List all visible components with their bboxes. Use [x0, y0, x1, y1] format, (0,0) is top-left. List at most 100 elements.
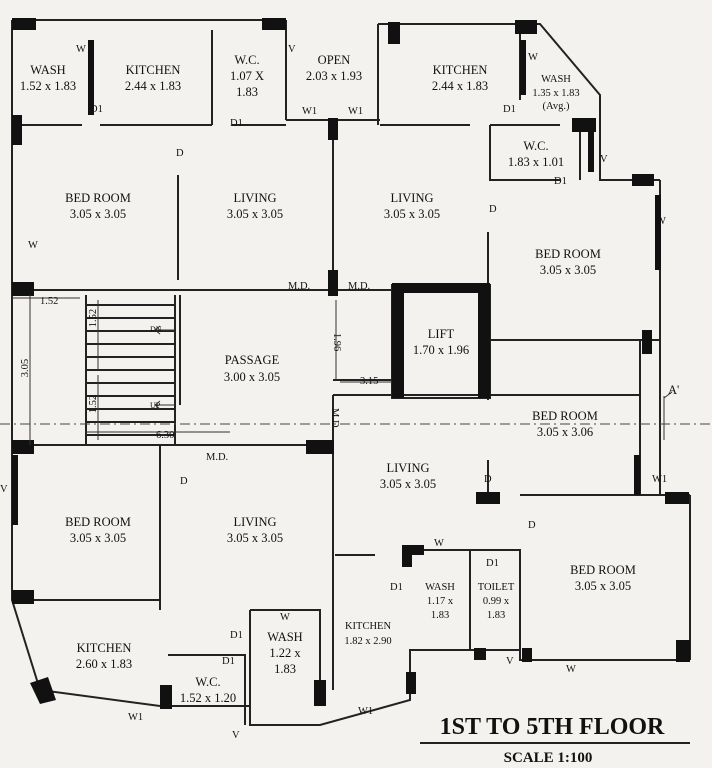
room-wc-1-size-line2: 1.83: [236, 85, 258, 99]
section-tick: [663, 391, 673, 440]
room-wash-3-size-line2: 1.83: [274, 662, 296, 676]
door-marker: D: [180, 476, 188, 487]
vent-marker: V: [288, 44, 296, 55]
window-marker: W: [434, 538, 444, 549]
room-toilet-size-line1: 0.99 x: [483, 596, 510, 607]
room-kitchen-3-name: KITCHEN: [77, 641, 132, 655]
room-wash-2-name: WASH: [541, 74, 571, 85]
door-marker: D: [484, 474, 492, 485]
stair-down-label: DN: [150, 325, 162, 334]
dimension-label: 6.30: [156, 430, 174, 441]
room-living-2-name: LIVING: [390, 191, 433, 205]
window-marker: W1: [348, 106, 363, 117]
window-marker: W: [76, 44, 86, 55]
room-living-1-name: LIVING: [233, 191, 276, 205]
dimension-label: 3.05: [20, 359, 31, 377]
main-door-marker: M.D.: [288, 281, 310, 292]
dimension-labels: 1.52 1.52 1.52 3.05 1.96 3.15 6.30: [20, 296, 378, 441]
window-marker: W1: [358, 706, 373, 717]
dimension-label: 1.52: [88, 309, 99, 327]
dimension-label: 1.52: [40, 296, 58, 307]
room-wash-4-size-line1: 1.17 x: [427, 596, 454, 607]
main-door-marker: M.D.: [206, 452, 228, 463]
room-bed-4-name: BED ROOM: [65, 515, 131, 529]
drawing-scale: SCALE 1:100: [504, 750, 593, 766]
window-marker: W1: [652, 474, 667, 485]
dimension-label: 1.96: [331, 333, 342, 351]
room-living-2-size: 3.05 x 3.05: [384, 207, 440, 221]
room-passage-name: PASSAGE: [225, 353, 280, 367]
room-kitchen-2-name: KITCHEN: [433, 63, 488, 77]
door-marker: D1: [554, 176, 567, 187]
room-lift-size: 1.70 x 1.96: [413, 343, 469, 357]
main-door-marker: M.D.: [348, 281, 370, 292]
title-block: 1ST TO 5TH FLOOR SCALE 1:100: [420, 714, 690, 766]
room-wc-1-size-line1: 1.07 X: [230, 69, 264, 83]
dimension-lines: [12, 295, 392, 445]
door-marker: D: [489, 204, 497, 215]
room-open-name: OPEN: [318, 53, 351, 67]
room-wc-3-name: W.C.: [195, 675, 220, 689]
window-marker: V: [0, 484, 8, 495]
room-wash-4-size-line2: 1.83: [431, 610, 449, 621]
room-bed-2-name: BED ROOM: [535, 247, 601, 261]
room-wash-2-note: (Avg.): [543, 101, 570, 112]
vent-marker: V: [506, 656, 514, 667]
door-marker: D: [176, 148, 184, 159]
room-kitchen-2-size: 2.44 x 1.83: [432, 79, 488, 93]
room-toilet-size-line2: 1.83: [487, 610, 505, 621]
room-bed-3-size: 3.05 x 3.06: [537, 425, 593, 439]
window-marker: W: [656, 216, 666, 227]
door-marker: D1: [503, 104, 516, 115]
room-wash-4-name: WASH: [425, 582, 455, 593]
main-door-marker: M.D.: [329, 408, 340, 430]
room-living-4-size: 3.05 x 3.05: [227, 531, 283, 545]
window-marker: W: [28, 240, 38, 251]
room-lift-name: LIFT: [428, 327, 455, 341]
columns: [12, 18, 690, 709]
room-kitchen-1-size: 2.44 x 1.83: [125, 79, 181, 93]
opening-markers: W D1 V D1 W1 W1 W D1 V D1 D W D W M.D. M…: [0, 44, 679, 741]
room-wc-2-size: 1.83 x 1.01: [508, 155, 564, 169]
room-wc-2-name: W.C.: [523, 139, 548, 153]
room-wash-1-size: 1.52 x 1.83: [20, 79, 76, 93]
room-labels: WASH 1.52 x 1.83 KITCHEN 2.44 x 1.83 W.C…: [20, 53, 636, 705]
drawing-title: 1ST TO 5TH FLOOR: [440, 714, 665, 740]
dimension-label: 3.15: [360, 376, 378, 387]
room-bed-4-size: 3.05 x 3.05: [70, 531, 126, 545]
door-marker: D1: [390, 582, 403, 593]
dimension-label: 1.52: [88, 395, 99, 413]
window-marker: W: [528, 52, 538, 63]
room-toilet-name: TOILET: [478, 582, 515, 593]
room-kitchen-4-name: KITCHEN: [345, 621, 391, 632]
room-bed-1-name: BED ROOM: [65, 191, 131, 205]
door-marker: D1: [230, 630, 243, 641]
room-bed-1-size: 3.05 x 3.05: [70, 207, 126, 221]
vent-marker: V: [232, 730, 240, 741]
room-living-3-name: LIVING: [386, 461, 429, 475]
room-kitchen-3-size: 2.60 x 1.83: [76, 657, 132, 671]
door-marker: D1: [90, 104, 103, 115]
room-passage-size: 3.00 x 3.05: [224, 370, 280, 384]
window-marker: W1: [128, 712, 143, 723]
room-bed-2-size: 3.05 x 3.05: [540, 263, 596, 277]
room-bed-5-size: 3.05 x 3.05: [575, 579, 631, 593]
stair-up-label: UP: [150, 401, 161, 410]
room-wc-3-size: 1.52 x 1.20: [180, 691, 236, 705]
vent-marker: V: [600, 154, 608, 165]
room-bed-5-name: BED ROOM: [570, 563, 636, 577]
window-marker: W1: [302, 106, 317, 117]
door-marker: D: [528, 520, 536, 531]
room-living-1-size: 3.05 x 3.05: [227, 207, 283, 221]
door-marker: D1: [230, 118, 243, 129]
window-marker: W: [566, 664, 576, 675]
door-marker: D1: [486, 558, 499, 569]
room-wash-1-name: WASH: [30, 63, 65, 77]
room-bed-3-name: BED ROOM: [532, 409, 598, 423]
door-marker: D1: [222, 656, 235, 667]
room-wash-3-name: WASH: [267, 630, 302, 644]
room-kitchen-1-name: KITCHEN: [126, 63, 181, 77]
window-marker: W: [280, 612, 290, 623]
room-open-size: 2.03 x 1.93: [306, 69, 362, 83]
